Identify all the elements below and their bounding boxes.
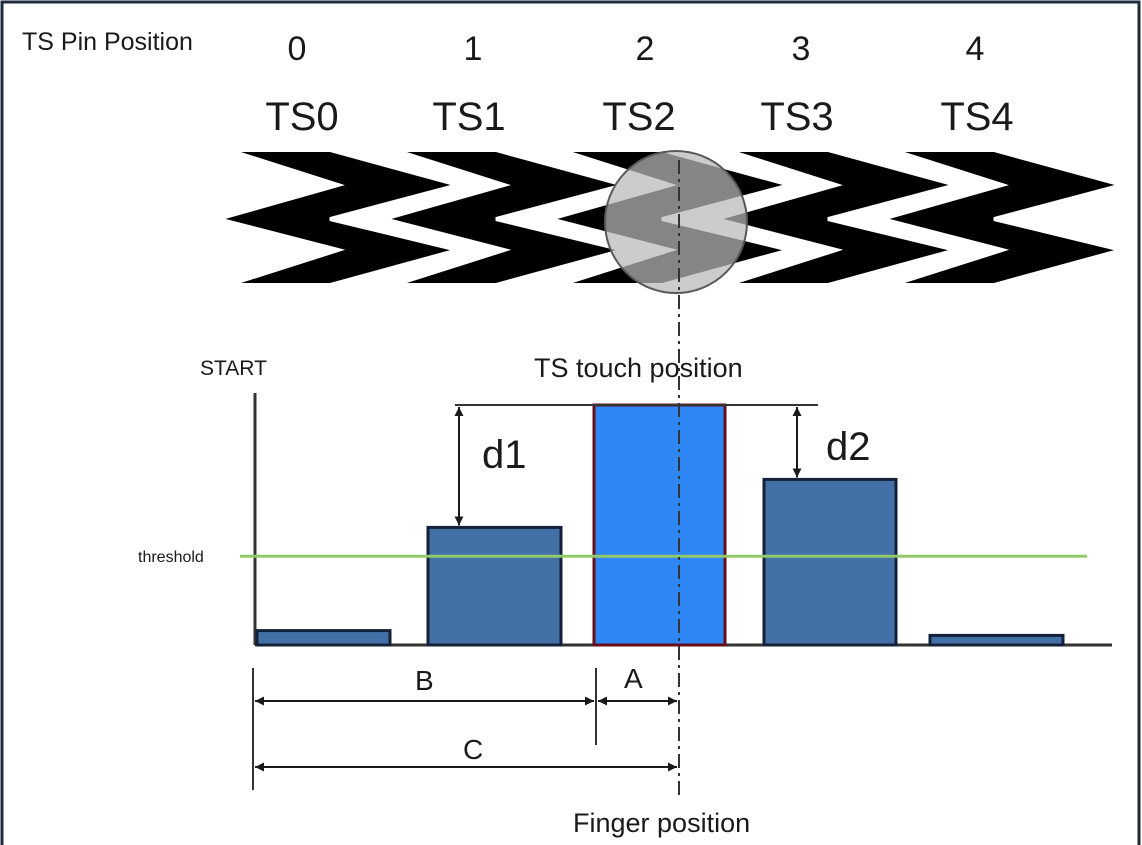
bar-ts4 — [928, 633, 1065, 647]
pin-index-4: 4 — [966, 30, 985, 68]
pin-name-4: TS4 — [940, 95, 1013, 139]
start-label: START — [200, 357, 267, 380]
pin-position-label: TS Pin Position — [22, 28, 193, 56]
bar-ts3 — [762, 477, 898, 647]
threshold-label: threshold — [138, 549, 204, 566]
pin-name-2: TS2 — [602, 95, 675, 139]
bar-ts0 — [255, 629, 392, 647]
chevron-electrode-1 — [376, 148, 632, 287]
bars — [255, 403, 1065, 647]
finger-circle — [604, 150, 748, 294]
d1-label: d1 — [482, 433, 527, 477]
pin-index-1: 1 — [464, 30, 483, 68]
chevron-electrode-3 — [708, 148, 964, 287]
finger-position-label: Finger position — [573, 808, 750, 838]
bar-ts1 — [426, 525, 563, 647]
pin-index-2: 2 — [636, 30, 655, 68]
d2-label: d2 — [826, 425, 871, 469]
bar-ts2 — [592, 403, 727, 647]
dimension-b-label: B — [415, 665, 434, 696]
chevron-electrode-4 — [874, 148, 1130, 287]
pin-index-0: 0 — [288, 30, 307, 68]
touch-position-label: TS touch position — [534, 353, 743, 383]
chevron-electrode-0 — [210, 148, 466, 287]
pin-name-1: TS1 — [432, 95, 505, 139]
pin-name-3: TS3 — [760, 95, 833, 139]
pin-index-3: 3 — [792, 30, 811, 68]
dimension-c-label: C — [463, 734, 483, 765]
pin-name-0: TS0 — [265, 95, 338, 139]
dimension-a-label: A — [624, 663, 643, 694]
